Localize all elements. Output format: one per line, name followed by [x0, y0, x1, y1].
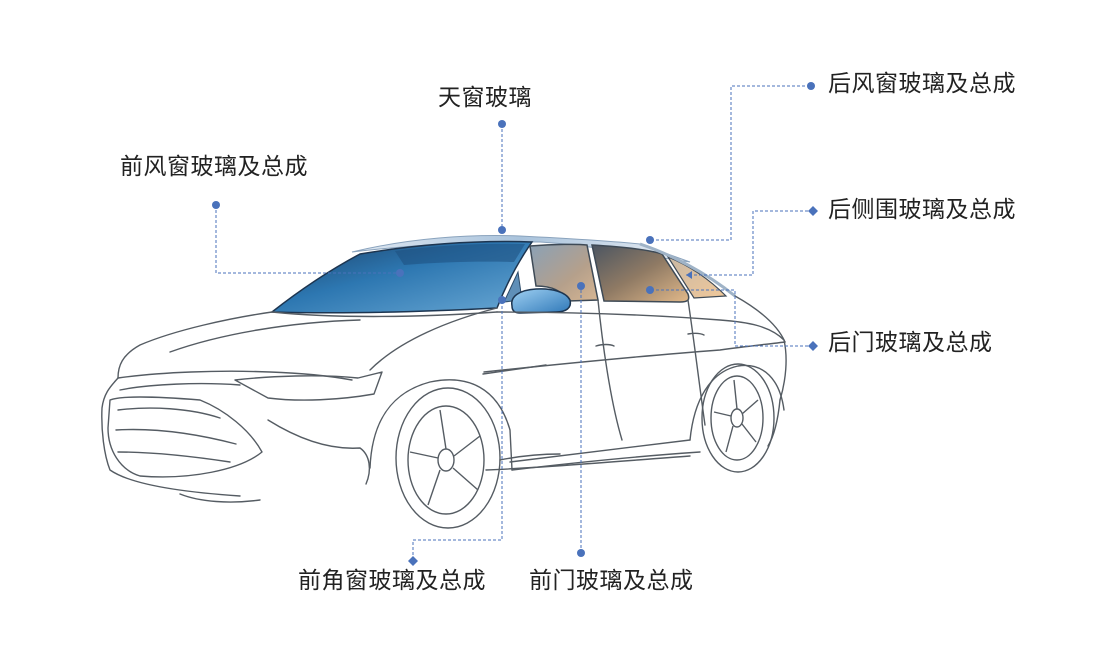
rear-windshield-edge [639, 242, 736, 298]
front-door-glass-label: 前门玻璃及总成 [529, 568, 694, 594]
callout-dot-front-door-car [577, 282, 585, 290]
side-mirror [511, 288, 572, 314]
callout-dots [212, 82, 815, 557]
callout-diamond-rear-quarter [808, 206, 818, 216]
callout-dot-sunroof-car [498, 226, 506, 234]
leader-lines [215, 85, 810, 560]
car-body-outline [101, 295, 787, 503]
callout-diamonds [408, 206, 818, 566]
callout-dot-rear-door-car [646, 286, 654, 294]
rear-quarter-glass-label: 后侧围玻璃及总成 [828, 197, 1016, 223]
rear-door-glass-label: 后门玻璃及总成 [828, 330, 993, 356]
front-quarter-glass-label: 前角窗玻璃及总成 [298, 568, 486, 594]
callout-dot-front-door-label [577, 549, 585, 557]
callout-dot-rear-ws-car [646, 236, 654, 244]
callout-diamond-front-quarter [408, 556, 418, 566]
sunroof-glass [395, 243, 525, 265]
callout-dot-windshield-car [396, 269, 404, 277]
callout-dot-front-quarter-car [498, 296, 506, 304]
front-wheel [395, 387, 501, 529]
rear-quarter-glass [666, 255, 728, 299]
rear-door-glass [591, 244, 690, 303]
callout-arrow-rear-quarter-car [686, 271, 692, 279]
rear-windshield-label: 后风窗玻璃及总成 [828, 71, 1016, 97]
rear-wheel [701, 363, 775, 473]
sunroof-label: 天窗玻璃 [438, 85, 532, 111]
callout-dot-rear-ws-label [807, 82, 815, 90]
callout-dot-sunroof-label [498, 120, 506, 128]
callout-diamond-rear-door [808, 341, 818, 351]
callout-dot-windshield-label [212, 201, 220, 209]
front-windshield-label: 前风窗玻璃及总成 [120, 154, 308, 180]
